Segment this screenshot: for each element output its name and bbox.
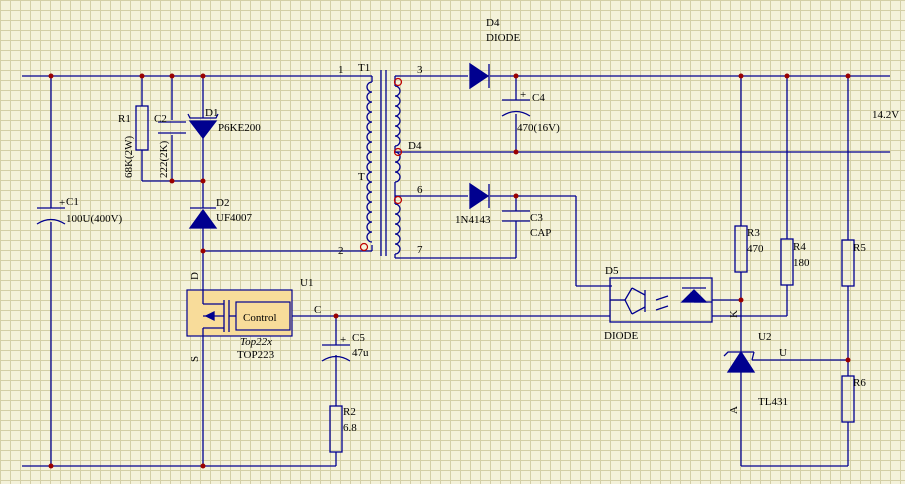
junctions [48, 73, 851, 469]
capacitor-c5: + [321, 334, 351, 362]
u2-value: TL431 [758, 396, 788, 408]
c3-value: CAP [530, 227, 551, 239]
capacitor-c2 [158, 121, 186, 134]
r4-value: 180 [793, 257, 810, 269]
u1-value: TOP223 [237, 349, 275, 361]
shunt-regulator-u2 [723, 350, 756, 373]
c1-polarity-mark: + [59, 197, 65, 209]
c1-ref: C1 [66, 196, 79, 208]
c4-value: 470(16V) [517, 122, 560, 134]
ic-u1-top223 [186, 289, 293, 337]
r2-ref: R2 [343, 406, 356, 418]
capacitor-c1: + [36, 197, 66, 225]
capacitor-c3 [502, 210, 530, 222]
c2-value: 222(2K) [158, 140, 170, 178]
diode-d2 [188, 207, 218, 229]
pin-7: 7 [417, 244, 423, 256]
c4-ref: C4 [532, 92, 545, 104]
u2-ref: U2 [758, 331, 771, 343]
resistor-r3 [734, 225, 748, 273]
pin-a: A [728, 406, 740, 414]
d2-ref: D2 [216, 197, 229, 209]
c3-ref: C3 [530, 212, 543, 224]
d3-value: 1N4143 [455, 214, 491, 226]
resistor-r6 [841, 375, 855, 423]
r3-value: 470 [747, 243, 764, 255]
d4-value: DIODE [486, 32, 520, 44]
u1-part: Top22x [240, 336, 272, 348]
capacitor-c4: + [501, 89, 531, 117]
diode-d3 [469, 182, 490, 210]
diode-d4 [469, 62, 490, 90]
d2-value: UF4007 [216, 212, 253, 224]
resistor-r2 [329, 405, 343, 453]
resistor-r1 [135, 105, 149, 151]
r4-ref: R4 [793, 241, 806, 253]
d5-ref: D5 [605, 265, 619, 277]
pin-k: K [728, 310, 740, 318]
c2-ref: C2 [154, 113, 167, 125]
pin-control: C [314, 304, 321, 316]
pin-source: S [189, 356, 201, 362]
resistor-r5 [841, 239, 855, 287]
d1-ref: D1 [205, 107, 218, 119]
transformer-t1 [359, 70, 403, 259]
resistor-r4 [780, 238, 794, 286]
pin-2: 2 [338, 245, 344, 257]
pin-6: 6 [417, 184, 423, 196]
c1-value: 100U(400V) [66, 213, 123, 225]
labels: C1 100U(400V) R1 68K(2W) C2 222(2K) D1 P… [66, 17, 899, 434]
output-voltage: 14.2V [872, 109, 899, 121]
c4-polarity-mark: + [520, 89, 526, 101]
d1-value: P6KE200 [218, 122, 261, 134]
pin-3: 3 [417, 64, 423, 76]
d5-value: DIODE [604, 330, 638, 342]
r2-value: 6.8 [343, 422, 357, 434]
tvs-diode-d1 [187, 113, 219, 140]
t1-ref-2: T [358, 171, 365, 183]
u1-ref: U1 [300, 277, 313, 289]
c5-ref: C5 [352, 332, 365, 344]
r6-ref: R6 [853, 377, 866, 389]
t1-ref: T1 [358, 62, 370, 74]
pin-drain: D [189, 272, 201, 280]
c5-polarity-mark: + [340, 334, 346, 346]
r3-ref: R3 [747, 227, 760, 239]
c5-value: 47u [352, 347, 369, 359]
r1-ref: R1 [118, 113, 131, 125]
d4-ref-alt: D4 [408, 140, 422, 152]
pin-1: 1 [338, 64, 344, 76]
optocoupler-d5 [609, 277, 713, 323]
u1-control-label: Control [243, 312, 277, 324]
pin-u: U [779, 347, 787, 359]
r1-value: 68K(2W) [123, 136, 135, 178]
d4-ref: D4 [486, 17, 500, 29]
r5-ref: R5 [853, 242, 866, 254]
